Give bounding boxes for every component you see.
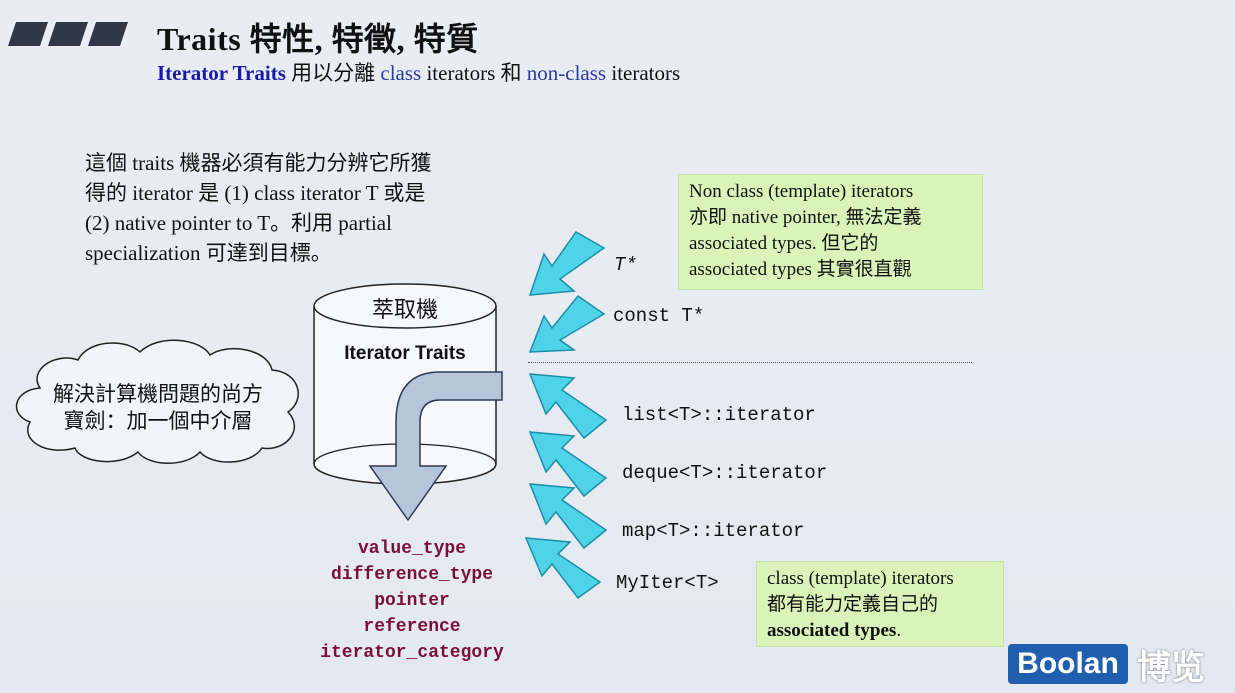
slide-title: Traits 特性, 特徵, 特質	[157, 21, 479, 57]
subtitle-iterator-traits: Iterator Traits	[157, 61, 286, 85]
note-line: Non class (template) iterators	[689, 181, 914, 202]
assoc-type: reference	[363, 617, 461, 637]
associated-types-list: value_type difference_type pointer refer…	[290, 536, 534, 666]
header-stripes-decoration	[8, 22, 128, 46]
note-line: 都有能力定義自己的	[767, 594, 939, 615]
description-text: 這個 traits 機器必須有能力分辨它所獲 得的 iterator 是 (1)…	[85, 148, 525, 268]
drum-top	[313, 283, 497, 329]
input-const-t-pointer: const T*	[613, 305, 705, 327]
input-map-iterator: map<T>::iterator	[622, 520, 805, 542]
traits-flow-arrow	[368, 371, 503, 522]
input-t-pointer: T*	[614, 254, 637, 276]
divider	[528, 362, 972, 363]
assoc-type: pointer	[374, 591, 450, 611]
note-line: class (template) iterators	[767, 568, 954, 589]
input-deque-iterator: deque<T>::iterator	[622, 462, 828, 484]
description-line: 這個 traits 機器必須有能力分辨它所獲	[85, 151, 432, 175]
note-nonclass-iterators: Non class (template) iterators 亦即 native…	[678, 174, 983, 290]
arrow-icon	[524, 373, 608, 600]
cloud-line: 解決計算機問題的尚方	[53, 383, 263, 406]
note-line: associated types. 但它的	[689, 233, 879, 254]
description-line: 得的 iterator 是 (1) class iterator T 或是	[85, 181, 426, 205]
note-line: associated types.	[767, 618, 993, 644]
description-line: specialization 可達到目標。	[85, 241, 332, 265]
assoc-type: iterator_category	[320, 643, 504, 663]
note-line: associated types 其實很直觀	[689, 259, 912, 280]
description-line: (2) native pointer to T。利用 partial	[85, 211, 392, 235]
boolan-logo: Boolan	[1008, 644, 1128, 684]
subtitle-text: iterators 和	[421, 61, 527, 85]
subtitle-text: 用以分離	[285, 61, 381, 85]
note-bold-text: associated types	[767, 620, 897, 641]
subtitle-class: class	[380, 61, 422, 85]
drum-top-label: 萃取機	[371, 297, 438, 322]
arrow-icon	[528, 231, 606, 353]
cloud-text: 解決計算機問題的尚方 寶劍：加一個中介層	[28, 381, 288, 435]
assoc-type: difference_type	[330, 565, 494, 585]
note-suffix: .	[896, 620, 902, 641]
input-myiter: MyIter<T>	[616, 572, 719, 594]
slide-subtitle: Iterator Traits 用以分離 class iterators 和 n…	[157, 57, 680, 87]
cloud-shape	[15, 339, 299, 464]
assoc-type: value_type	[357, 539, 467, 559]
note-class-iterators: class (template) iterators 都有能力定義自己的 ass…	[756, 561, 1004, 647]
subtitle-text: iterators	[606, 61, 681, 85]
drum-iterator-traits-label: Iterator Traits	[344, 343, 466, 364]
input-list-iterator: list<T>::iterator	[622, 404, 816, 426]
note-line: 亦即 native pointer, 無法定義	[689, 207, 922, 228]
boolan-logo-cn: 博览	[1137, 648, 1205, 688]
subtitle-nonclass: non-class	[526, 61, 607, 85]
cloud-line: 寶劍：加一個中介層	[63, 410, 253, 433]
